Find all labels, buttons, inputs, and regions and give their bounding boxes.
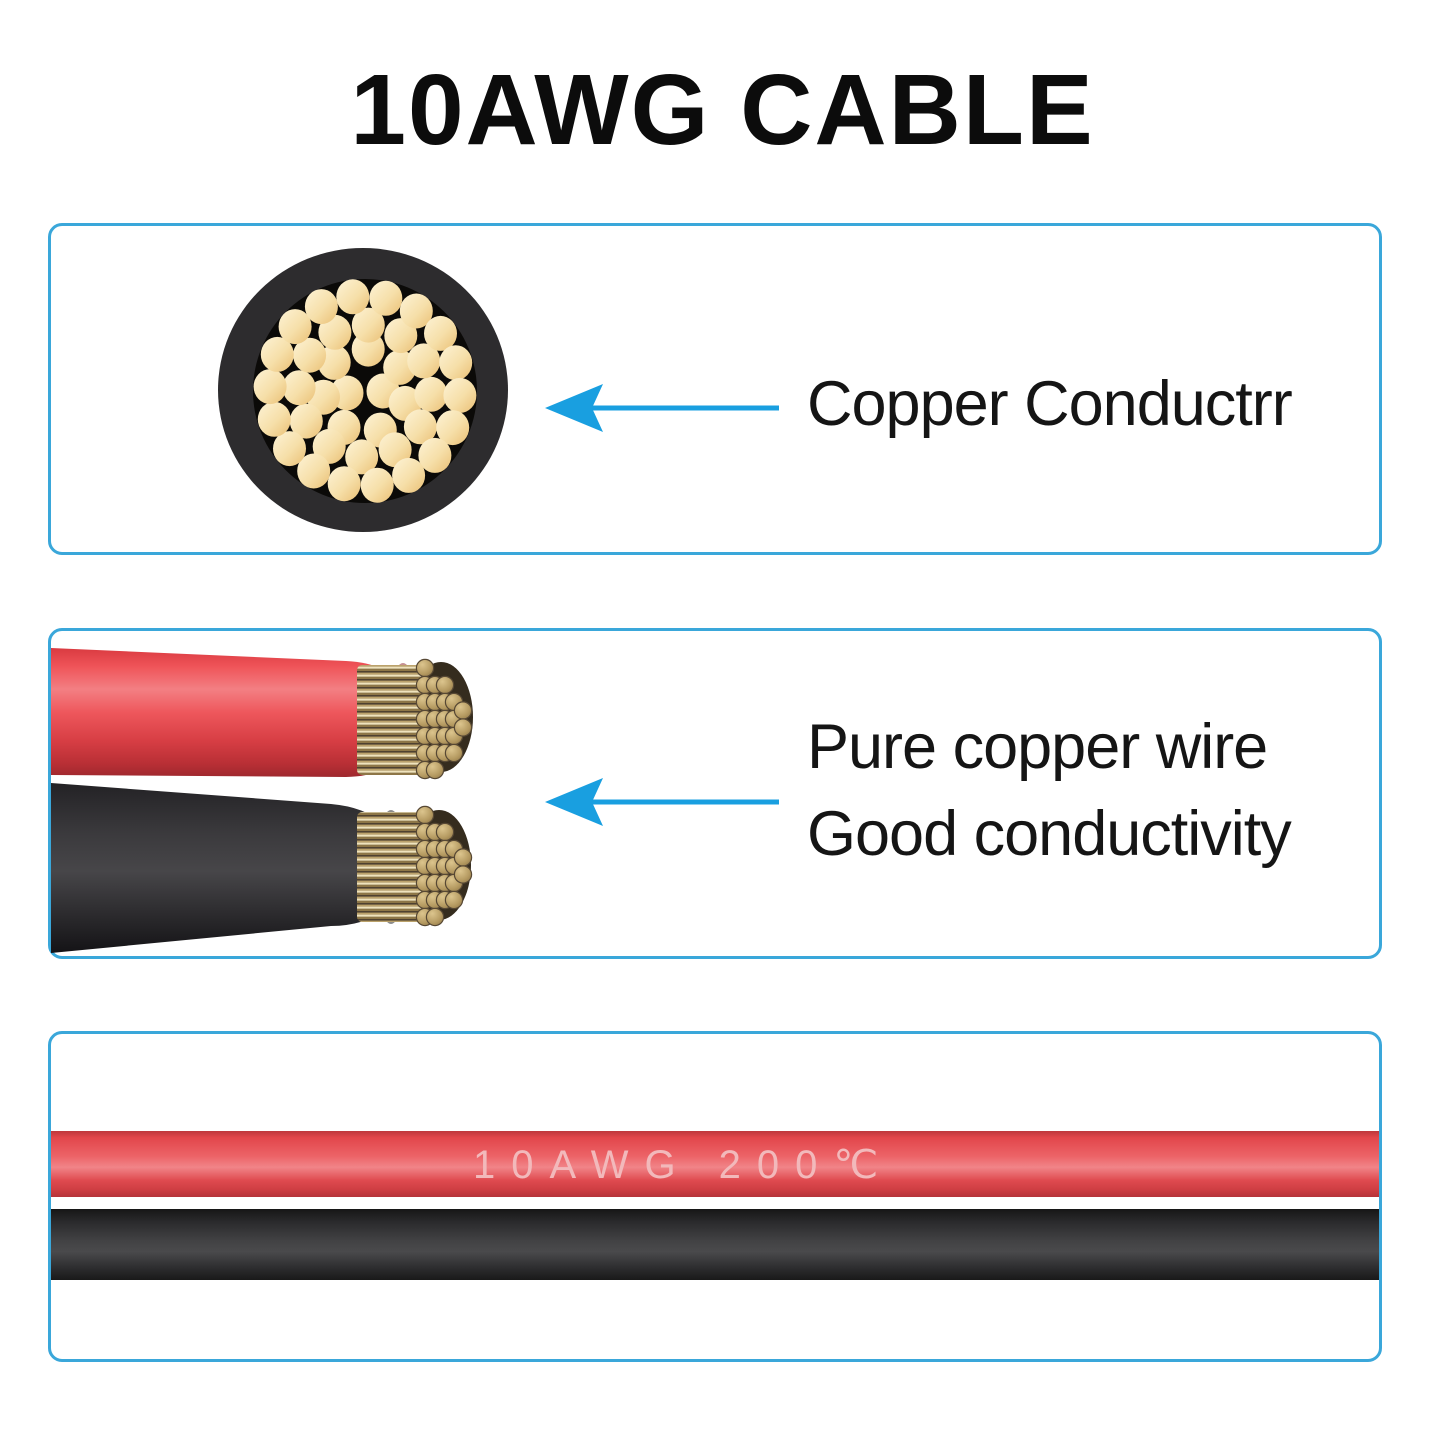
cable-print-text: 10AWG 200℃ xyxy=(473,1143,895,1187)
black-wire-strand-ends xyxy=(415,805,473,927)
caption-copper-conductor: Copper Conductrr xyxy=(807,369,1293,439)
black-wire-copper-strands xyxy=(357,812,423,922)
black-cable-band xyxy=(51,1209,1379,1280)
stranded-wires-illustration xyxy=(51,648,779,953)
black-wire xyxy=(51,783,473,953)
red-wire-copper-strands xyxy=(357,665,423,775)
copper-strands xyxy=(253,279,477,503)
red-cable-band: 10AWG 200℃ xyxy=(51,1131,1379,1197)
panel-stranded-wires: Pure copper wire Good conductivity xyxy=(48,628,1382,959)
panel-copper-conductor: Copper Conductrr xyxy=(48,223,1382,555)
caption-line-1: Pure copper wire xyxy=(807,712,1268,782)
red-wire-strand-ends xyxy=(415,658,473,780)
caption-line-2: Good conductivity xyxy=(807,799,1292,869)
caption-stranded-wires: Pure copper wire Good conductivity xyxy=(807,704,1292,878)
page-title: 10AWG CABLE xyxy=(350,54,1095,166)
red-wire xyxy=(51,648,473,780)
panel-printed-cables: 10AWG 200℃ xyxy=(48,1031,1382,1362)
arrow-icon xyxy=(545,778,603,826)
cable-cross-section-illustration xyxy=(218,248,779,532)
arrow-icon xyxy=(545,384,603,432)
